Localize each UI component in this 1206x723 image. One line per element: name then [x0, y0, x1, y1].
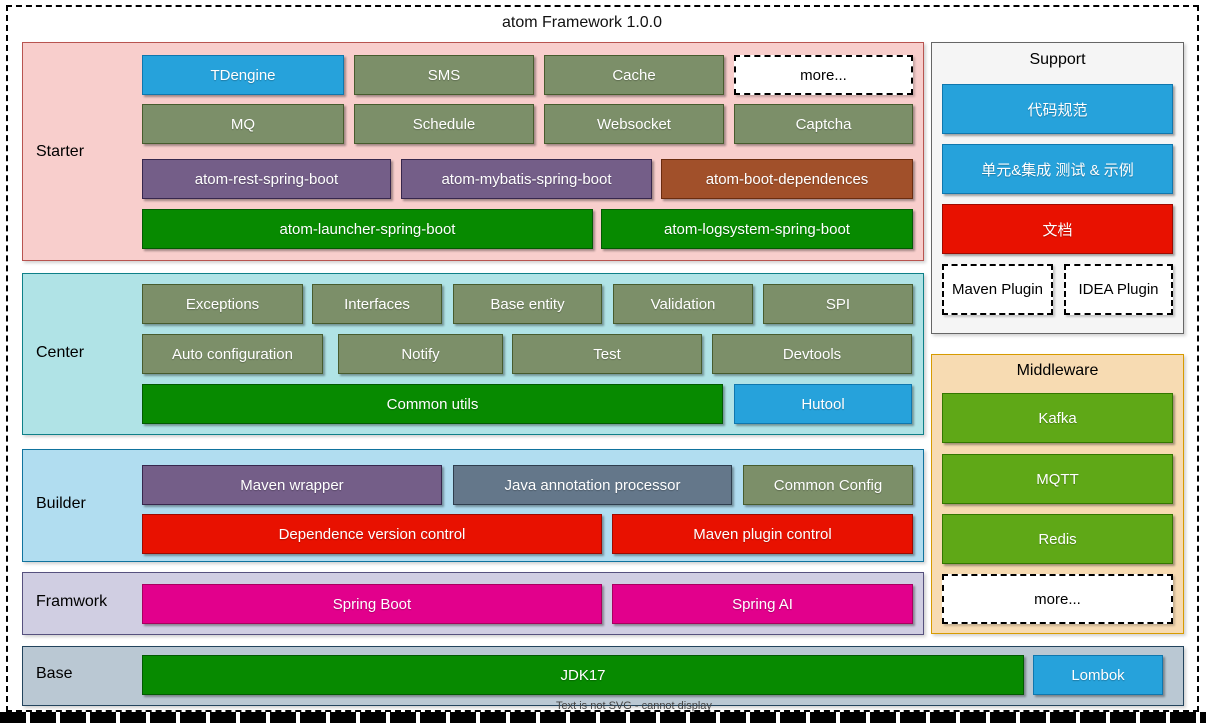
box-maven-wrapper: Maven wrapper: [142, 465, 442, 505]
box-cache: Cache: [544, 55, 724, 95]
box-tdengine: TDengine: [142, 55, 344, 95]
svg-watermark: Text is not SVG - cannot display: [556, 700, 712, 712]
box-devtools: Devtools: [712, 334, 912, 374]
box-redis: Redis: [942, 514, 1173, 564]
box-sms: SMS: [354, 55, 534, 95]
section-base-label: Base: [36, 665, 73, 682]
box-atom-boot-dependences: atom-boot-dependences: [661, 159, 913, 199]
box-hutool: Hutool: [734, 384, 912, 424]
box-atom-logsystem-spring-boot: atom-logsystem-spring-boot: [601, 209, 913, 249]
box-atom-rest-spring-boot: atom-rest-spring-boot: [142, 159, 391, 199]
box-base-entity: Base entity: [453, 284, 602, 324]
section-support-title: Support: [1029, 51, 1086, 68]
box-websocket: Websocket: [544, 104, 724, 144]
section-starter-label: Starter: [36, 143, 85, 160]
box-interfaces: Interfaces: [312, 284, 442, 324]
box-kafka: Kafka: [942, 393, 1173, 443]
box-mq: MQ: [142, 104, 344, 144]
section-framwork: Framwork Spring Boot Spring AI: [22, 572, 924, 635]
box-validation: Validation: [613, 284, 753, 324]
box-docs: 文档: [942, 204, 1173, 254]
section-starter: Starter TDengine SMS Cache more... MQ Sc…: [22, 42, 924, 261]
box-middleware-more: more...: [942, 574, 1173, 624]
section-framwork-label: Framwork: [36, 593, 108, 610]
section-middleware-title: Middleware: [1016, 362, 1099, 379]
box-dependence-version-control: Dependence version control: [142, 514, 602, 554]
box-jdk17: JDK17: [142, 655, 1024, 695]
box-java-annotation-processor: Java annotation processor: [453, 465, 732, 505]
box-starter-more: more...: [734, 55, 913, 95]
section-builder-label: Builder: [36, 495, 86, 512]
section-middleware: Middleware Kafka MQTT Redis more...: [931, 354, 1184, 634]
section-builder: Builder Maven wrapper Java annotation pr…: [22, 449, 924, 562]
box-maven-plugin: Maven Plugin: [942, 264, 1053, 315]
box-atom-mybatis-spring-boot: atom-mybatis-spring-boot: [401, 159, 652, 199]
box-lombok: Lombok: [1033, 655, 1163, 695]
box-maven-plugin-control: Maven plugin control: [612, 514, 913, 554]
box-spring-ai: Spring AI: [612, 584, 913, 624]
box-spi: SPI: [763, 284, 913, 324]
box-code-standard: 代码规范: [942, 84, 1173, 134]
box-notify: Notify: [338, 334, 503, 374]
section-center-label: Center: [36, 344, 85, 361]
section-base: Base JDK17 Lombok: [22, 646, 1184, 706]
box-mqtt: MQTT: [942, 454, 1173, 504]
section-center: Center Exceptions Interfaces Base entity…: [22, 273, 924, 435]
section-support: Support 代码规范 单元&集成 测试 & 示例 文档 Maven Plug…: [931, 42, 1184, 334]
box-common-config: Common Config: [743, 465, 913, 505]
box-spring-boot: Spring Boot: [142, 584, 602, 624]
box-exceptions: Exceptions: [142, 284, 303, 324]
box-unit-integration: 单元&集成 测试 & 示例: [942, 144, 1173, 194]
box-test: Test: [512, 334, 702, 374]
box-idea-plugin: IDEA Plugin: [1064, 264, 1173, 315]
marquee-bottom-band: [0, 712, 1206, 723]
box-captcha: Captcha: [734, 104, 913, 144]
box-common-utils: Common utils: [142, 384, 723, 424]
page-title: atom Framework 1.0.0: [501, 14, 663, 31]
box-atom-launcher-spring-boot: atom-launcher-spring-boot: [142, 209, 593, 249]
box-schedule: Schedule: [354, 104, 534, 144]
box-auto-configuration: Auto configuration: [142, 334, 323, 374]
